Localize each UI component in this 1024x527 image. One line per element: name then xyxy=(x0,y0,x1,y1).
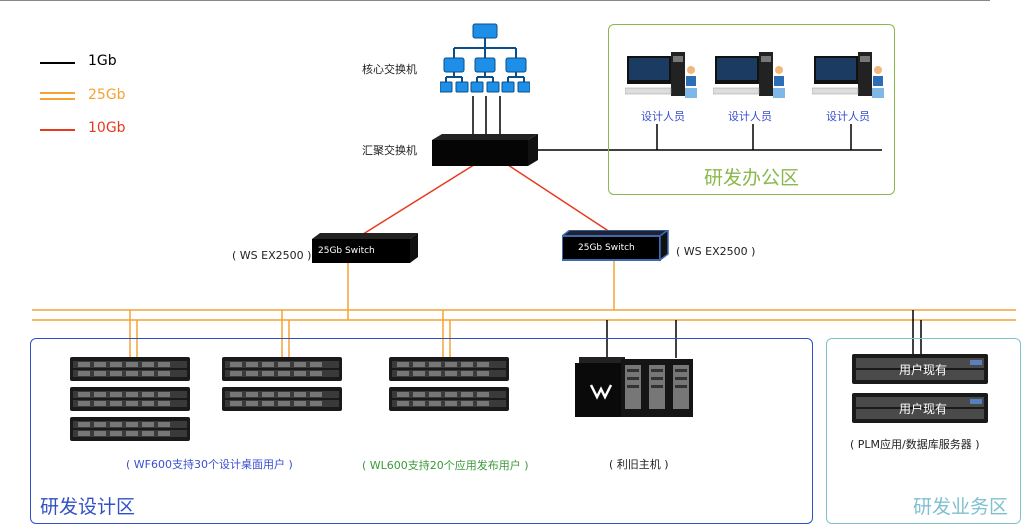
wl600-caption: ( WL600支持20个应用发布用户 ) xyxy=(362,459,529,472)
workstation-icon xyxy=(625,52,697,98)
workstation-label: 设计人员 xyxy=(641,110,685,123)
workstation-label: 设计人员 xyxy=(728,110,772,123)
agg-switch-icon xyxy=(432,134,538,166)
legend-label-10gb: 10Gb xyxy=(88,120,126,136)
switch-left-label: 25Gb Switch xyxy=(318,246,375,256)
office-zone-box xyxy=(608,24,895,195)
business-caption: ( PLM应用/数据库服务器 ) xyxy=(850,438,980,451)
wl600-server-2 xyxy=(389,387,509,411)
legacy-hosts-icon xyxy=(575,357,693,417)
design-zone-box xyxy=(30,338,813,524)
legend-line-1gb xyxy=(40,62,75,64)
legend-line-25gb-b xyxy=(40,98,75,100)
workstation-label: 设计人员 xyxy=(826,110,870,123)
wf600-server-3 xyxy=(70,417,190,441)
office-zone-title: 研发办公区 xyxy=(704,167,800,189)
wf600-server-4 xyxy=(222,357,342,381)
switch-right-box xyxy=(562,230,670,262)
link-agg-switch-left xyxy=(359,162,478,237)
workstation-icon xyxy=(713,52,785,98)
design-zone-title: 研发设计区 xyxy=(40,496,136,518)
legend-line-25gb-a xyxy=(40,92,75,94)
workstation-icon xyxy=(812,52,884,98)
legend-label-1gb: 1Gb xyxy=(88,53,117,69)
legend-line-10gb xyxy=(40,129,75,131)
rack-server-icon xyxy=(852,354,988,384)
wl600-server-1 xyxy=(389,357,509,381)
top-border-line xyxy=(0,0,990,1)
switch-left-model: ( WS EX2500 ) xyxy=(232,249,312,262)
business-zone-box xyxy=(826,338,1021,524)
business-zone-title: 研发业务区 xyxy=(913,496,1009,518)
legacy-caption: ( 利旧主机 ) xyxy=(609,458,669,471)
business-server-label: 用户现有 xyxy=(899,402,948,416)
wf600-server-2 xyxy=(70,387,190,411)
core-switch-label: 核心交换机 xyxy=(362,63,417,76)
switch-right-label: 25Gb Switch xyxy=(578,243,635,253)
switch-left-box xyxy=(312,233,418,263)
business-server-label: 用户现有 xyxy=(899,363,948,377)
legend-label-25gb: 25Gb xyxy=(88,87,126,103)
core-switch-icon xyxy=(440,23,530,93)
wf600-server-5 xyxy=(222,387,342,411)
switch-right-model: ( WS EX2500 ) xyxy=(676,245,756,258)
wf600-server-1 xyxy=(70,357,190,381)
link-agg-switch-right xyxy=(504,162,611,233)
agg-switch-label: 汇聚交换机 xyxy=(362,144,417,157)
rack-server-icon xyxy=(852,393,988,423)
wf600-caption: ( WF600支持30个设计桌面用户 ) xyxy=(126,458,293,471)
